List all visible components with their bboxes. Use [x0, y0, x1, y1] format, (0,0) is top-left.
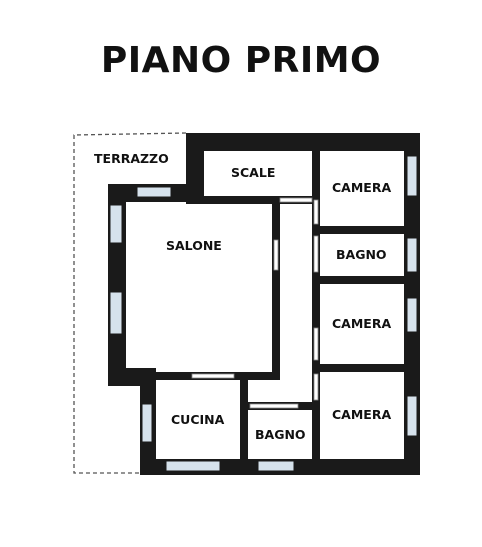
- door: [273, 239, 279, 271]
- door: [313, 373, 319, 401]
- room-label-bagno-2: BAGNO: [255, 427, 306, 442]
- window: [109, 204, 123, 244]
- room-label-terrazzo: TERRAZZO: [94, 151, 169, 166]
- window: [406, 395, 418, 437]
- room-label-scale: SCALE: [231, 165, 275, 180]
- window: [406, 237, 418, 273]
- room-label-camera-2: CAMERA: [332, 316, 391, 331]
- window: [406, 297, 418, 333]
- window: [136, 186, 172, 198]
- door: [313, 199, 319, 225]
- door: [313, 235, 319, 273]
- window: [406, 155, 418, 197]
- windows: [109, 155, 418, 472]
- doors: [191, 197, 319, 409]
- door: [279, 197, 313, 203]
- room-label-camera-3: CAMERA: [332, 407, 391, 422]
- window: [141, 403, 153, 443]
- floor-title: PIANO PRIMO: [100, 40, 382, 81]
- room-label-salone: SALONE: [166, 238, 222, 253]
- door: [313, 327, 319, 361]
- room-label-camera-1: CAMERA: [332, 180, 391, 195]
- room-label-cucina: CUCINA: [171, 412, 225, 427]
- door: [249, 403, 299, 409]
- room-label-bagno-1: BAGNO: [336, 247, 387, 262]
- door: [191, 373, 235, 379]
- window: [257, 460, 295, 472]
- window: [109, 291, 123, 335]
- window: [165, 460, 221, 472]
- terrace-outline: [73, 132, 187, 474]
